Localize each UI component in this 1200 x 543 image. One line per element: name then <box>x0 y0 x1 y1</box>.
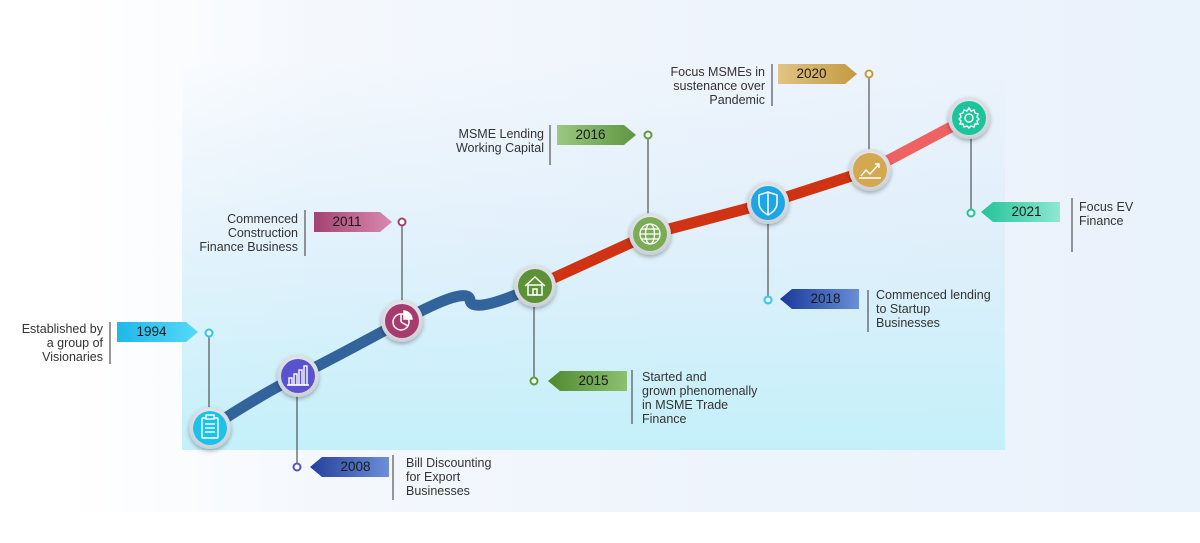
milestone-node-2011 <box>381 300 423 342</box>
milestone-node-2020 <box>849 149 891 191</box>
year-label-1994: 1994 <box>136 324 167 339</box>
home-icon <box>524 275 546 296</box>
tag-2008 <box>310 457 389 477</box>
clipboard-icon <box>201 414 219 439</box>
pie-chart-icon <box>392 310 413 331</box>
connector-lines <box>208 74 972 466</box>
milestone-description-2016: MSME Lending Working Capital <box>455 127 544 155</box>
milestone-description-2011: Commenced Construction Finance Business <box>199 212 298 254</box>
year-label-2020: 2020 <box>796 66 827 81</box>
year-label-2011: 2011 <box>332 214 362 229</box>
year-tags <box>117 64 1060 477</box>
milestone-node-2008 <box>277 355 319 397</box>
shield-icon <box>758 191 778 216</box>
trend-line-icon <box>859 163 881 179</box>
description-dividers <box>109 64 1073 500</box>
gear-icon <box>958 106 980 129</box>
tag-1994 <box>117 322 198 342</box>
connector-dots <box>204 69 976 472</box>
bar-chart-icon <box>287 365 309 386</box>
year-label-2018: 2018 <box>810 291 841 306</box>
tag-2016 <box>557 125 636 145</box>
globe-icon <box>639 223 661 245</box>
tag-2011 <box>314 212 392 232</box>
year-label-2021: 2021 <box>1011 204 1042 219</box>
milestone-node-2021 <box>948 97 990 139</box>
year-label-2016: 2016 <box>575 127 606 142</box>
milestone-description-1994: Established by a group of Visionaries <box>21 322 103 364</box>
milestone-description-2015: Started and grown phenomenally in MSME T… <box>642 370 758 426</box>
tag-2018 <box>780 289 859 309</box>
tag-2021 <box>981 202 1060 222</box>
milestone-description-2020: Focus MSMEs in sustenance over Pandemic <box>670 65 765 107</box>
milestone-node-2015 <box>514 265 556 307</box>
milestone-description-2018: Commenced lending to Startup Businesses <box>876 288 991 330</box>
milestone-description-2021: Focus EV Finance <box>1079 200 1134 228</box>
tag-2015 <box>548 371 627 391</box>
tag-2020 <box>778 64 857 84</box>
year-label-2008: 2008 <box>340 459 371 474</box>
milestone-description-2008: Bill Discounting for Export Businesses <box>406 456 492 498</box>
year-label-2015: 2015 <box>578 373 609 388</box>
